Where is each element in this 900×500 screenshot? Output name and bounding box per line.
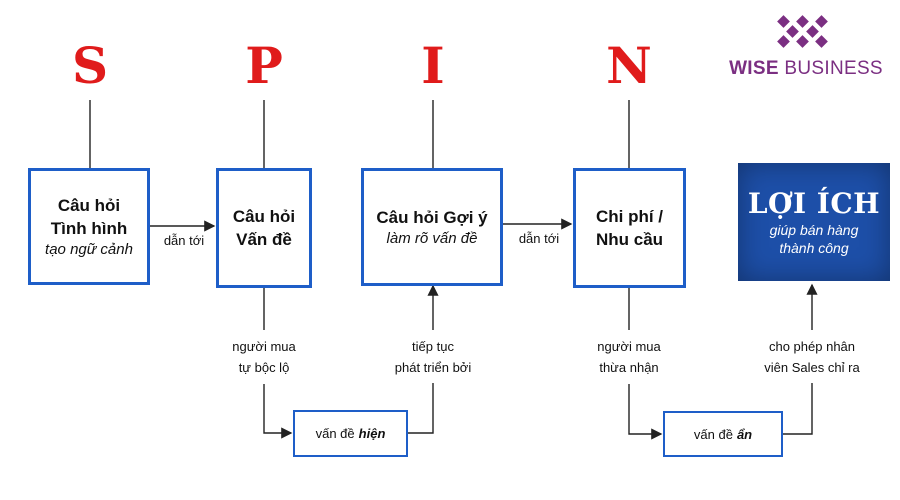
implicit-to-label-line — [783, 383, 813, 435]
wise-business-logo-icon — [777, 15, 828, 48]
developed-by-line2: phát triển bởi — [394, 360, 472, 375]
arrow-to-explicit-problem — [263, 384, 293, 439]
buyer-reveals-line1: người mua — [232, 339, 296, 354]
explicit-to-label-line — [408, 383, 434, 434]
logo-word-wise: WISE — [729, 58, 779, 79]
buyer-reveals-line2: tự bộc lộ — [238, 360, 290, 375]
allows-sales-line2: viên Sales chỉ ra — [764, 360, 860, 375]
allows-sales-label: cho phép nhân viên Sales chỉ ra — [748, 336, 876, 378]
need-payoff-box: Chi phí / Nhu cầu — [573, 168, 686, 288]
developed-by-line1: tiếp tục — [412, 339, 454, 354]
explicit-problem-prefix: vấn đề — [315, 426, 355, 441]
leads-to-label-2: dẫn tới — [518, 231, 560, 246]
explicit-problem-box: vấn đề hiện — [293, 410, 408, 457]
spin-letter-p: P — [245, 36, 283, 95]
logo-wordmark: WISE BUSINESS — [722, 58, 890, 80]
need-title-line1: Chi phí / — [595, 207, 664, 226]
problem-question-box: Câu hỏi Vấn đề — [216, 168, 312, 288]
situation-title-line1: Câu hỏi — [57, 195, 121, 215]
situation-subtitle: tạo ngữ cảnh — [45, 240, 133, 258]
benefit-subtitle-line1: giúp bán hàng — [769, 222, 859, 238]
implicit-problem-prefix: vấn đề — [693, 426, 733, 442]
spin-letter-n: N — [606, 36, 652, 95]
arrow-to-implicit-problem — [628, 384, 663, 440]
benefit-subtitle-line2: thành công — [779, 240, 849, 256]
developed-by-label: tiếp tục phát triển bởi — [378, 336, 488, 378]
explicit-problem-emphasis: hiện — [358, 426, 386, 441]
allows-sales-line1: cho phép nhân — [768, 339, 856, 354]
implicit-problem-box: vấn đề ẩn — [663, 411, 783, 457]
buyer-admits-line2: thừa nhận — [599, 360, 659, 375]
situation-question-box: Câu hỏi Tình hình tạo ngữ cảnh — [28, 168, 150, 285]
problem-title-line1: Câu hỏi — [232, 207, 296, 226]
buyer-admits-label: người mua thừa nhận — [579, 336, 679, 378]
buyer-admits-line1: người mua — [597, 339, 661, 354]
benefit-title: LỢI ÍCH — [747, 187, 881, 220]
problem-title-line2: Vấn đề — [236, 230, 292, 249]
situation-title-line2: Tình hình — [50, 218, 128, 238]
spin-letter-s: S — [71, 36, 109, 95]
implication-question-box: Câu hỏi Gợi ý làm rõ vấn đề — [361, 168, 503, 286]
benefit-box: LỢI ÍCH giúp bán hàng thành công — [738, 163, 890, 281]
implication-subtitle: làm rõ vấn đề — [386, 229, 478, 247]
logo-word-business: BUSINESS — [784, 58, 883, 79]
need-title-line2: Nhu cầu — [595, 230, 664, 249]
implication-title: Câu hỏi Gợi ý — [376, 207, 488, 227]
implicit-problem-emphasis: ẩn — [736, 426, 753, 442]
buyer-reveals-label: người mua tự bộc lộ — [214, 336, 314, 378]
spin-letter-i: I — [421, 36, 445, 95]
leads-to-label-1: dẫn tới — [163, 233, 205, 248]
